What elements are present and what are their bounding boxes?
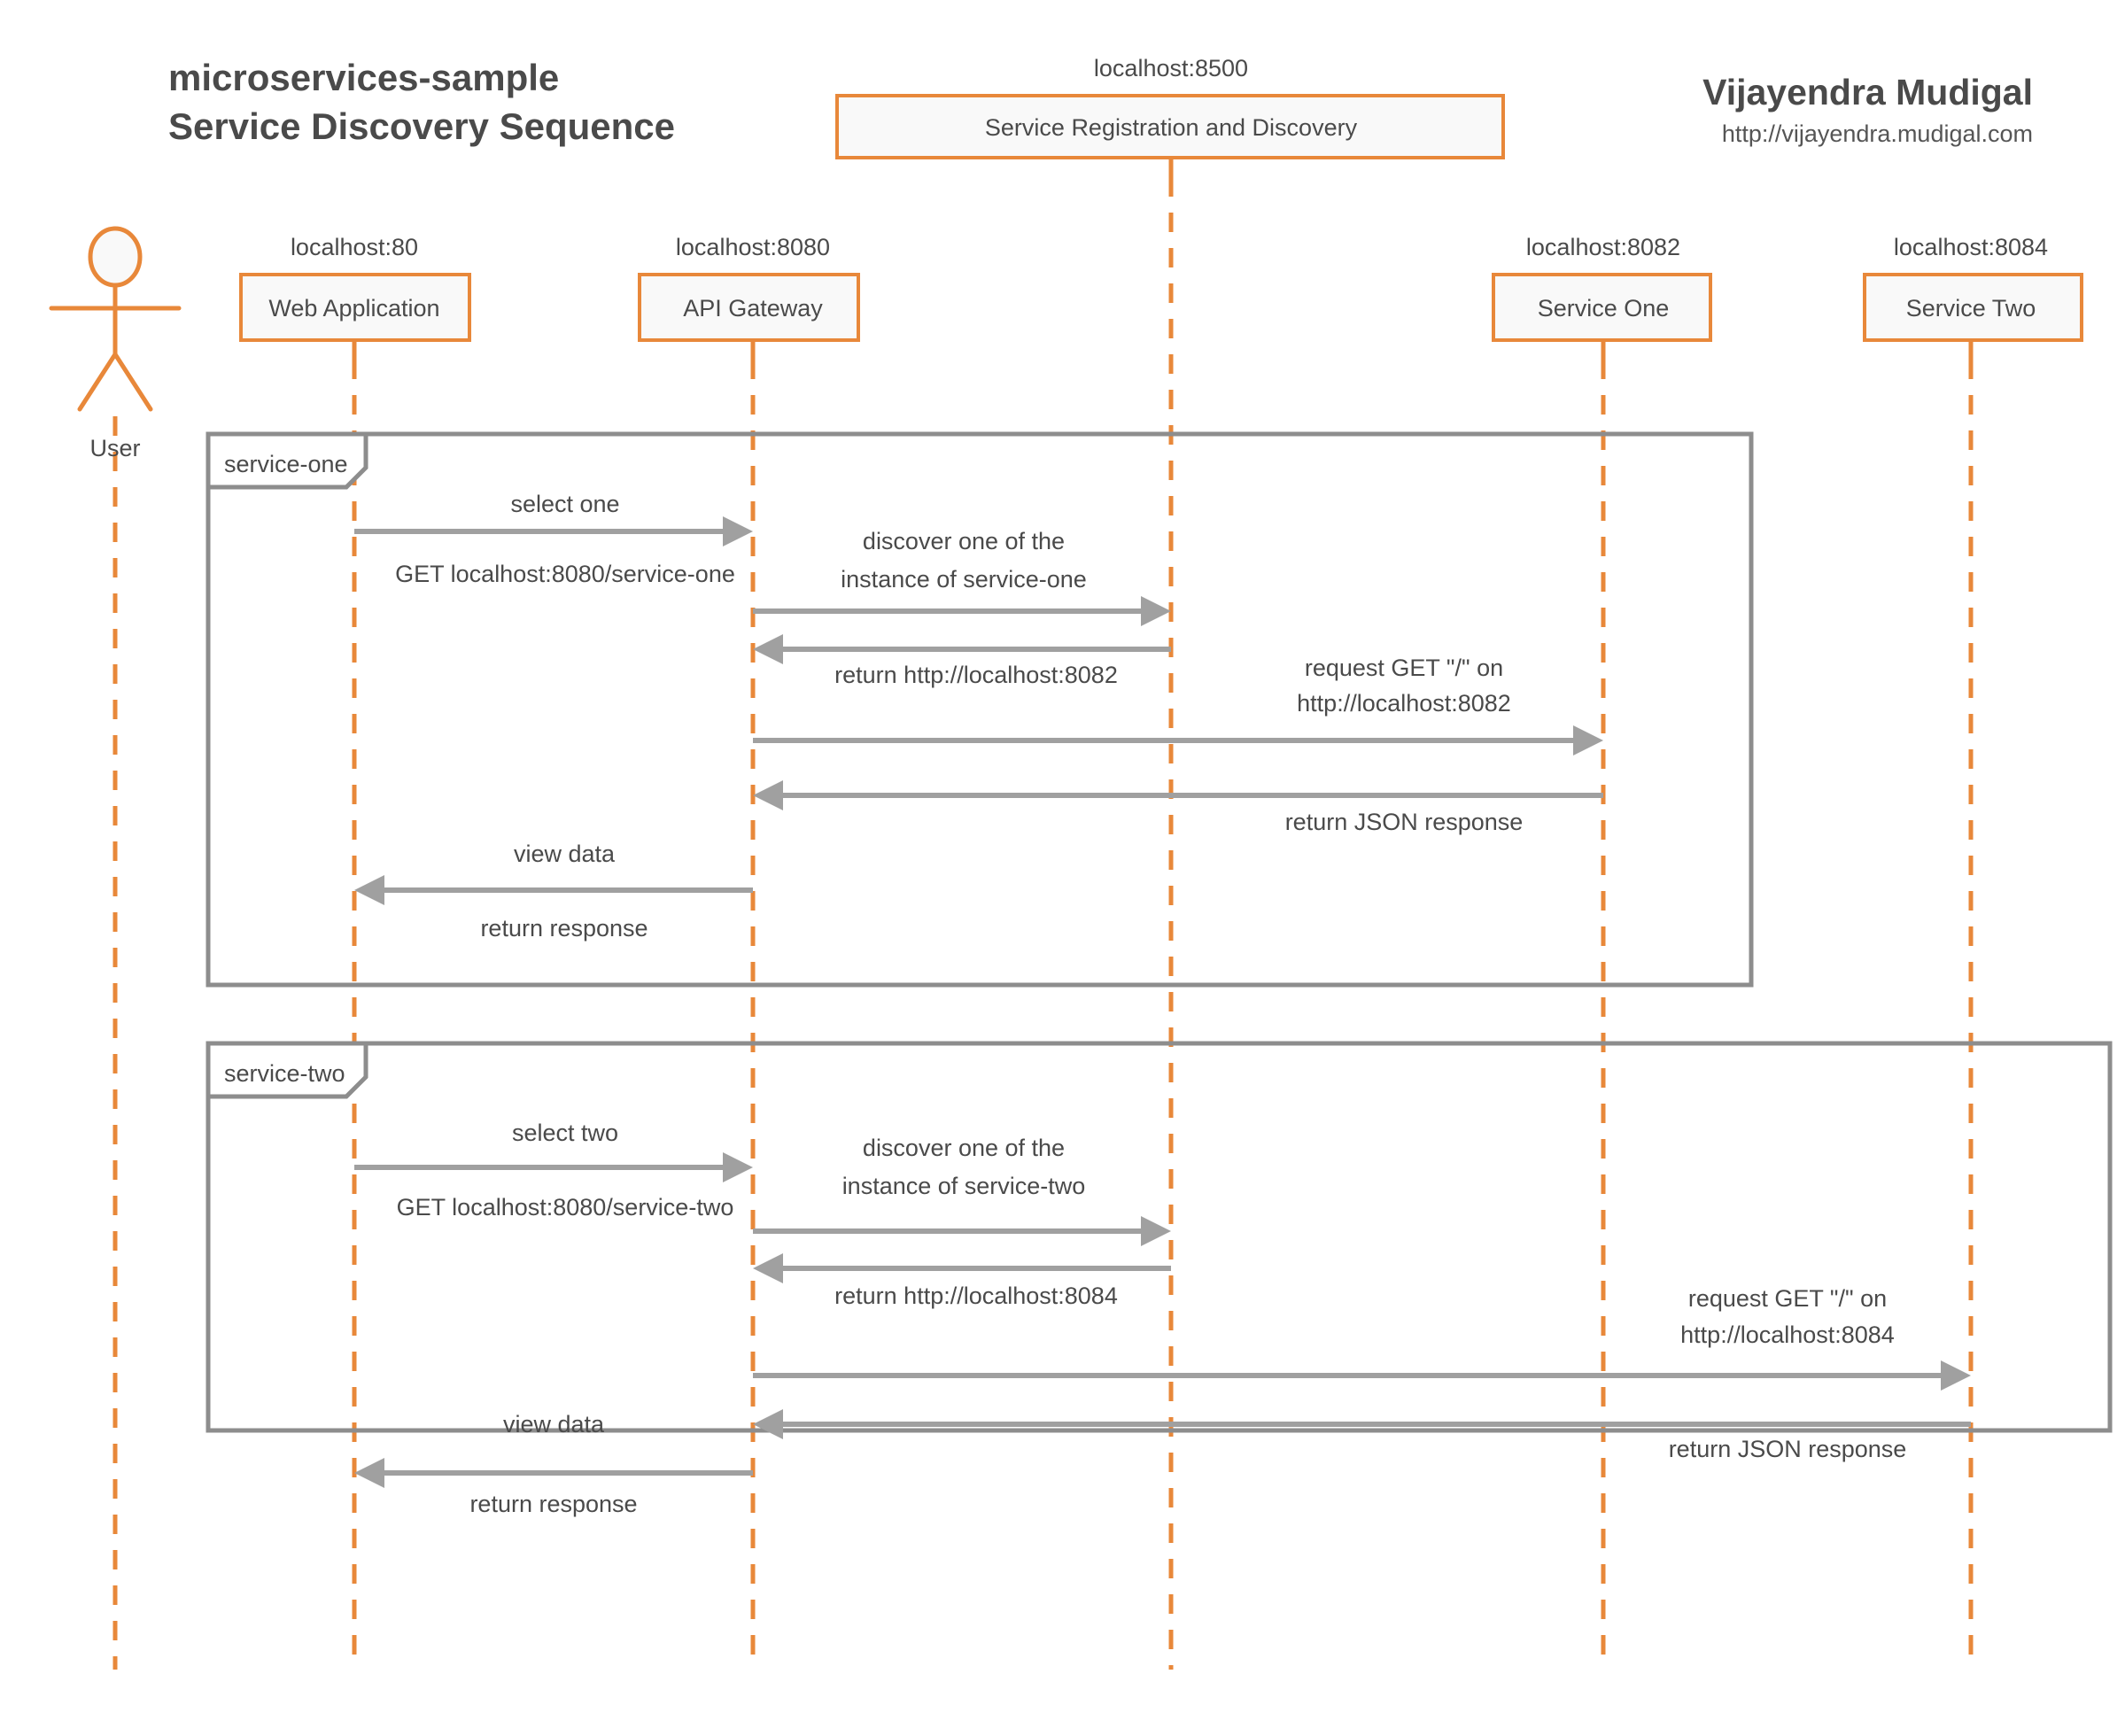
lifelines-layer <box>112 158 1974 1670</box>
participant-box-web-application[interactable] <box>239 273 471 342</box>
message-label-request-get-8084-above2: http://localhost:8084 <box>1680 1321 1895 1348</box>
message-arrowhead-select-one <box>723 516 753 546</box>
participant-service-two[interactable]: Service Two localhost:8084 <box>1863 234 2083 342</box>
message-view-data-one: view data return response <box>354 841 753 942</box>
message-label-request-get-8084-above1: request GET "/" on <box>1688 1285 1887 1312</box>
fragment-service-one-tab <box>206 431 368 490</box>
message-arrowhead-return-json-8084 <box>753 1409 783 1439</box>
message-arrowhead-view-data-two <box>354 1458 384 1488</box>
participant-label-service-one: Service One <box>1538 295 1670 322</box>
participant-box-service-registration-and-discovery[interactable] <box>835 94 1505 159</box>
message-request-get-8084: request GET "/" on http://localhost:8084 <box>753 1285 1971 1391</box>
actor-user: User <box>49 226 182 461</box>
message-return-url-8084: return http://localhost:8084 <box>753 1253 1171 1309</box>
message-label-return-url-8084-below: return http://localhost:8084 <box>834 1283 1118 1309</box>
message-label-discover-one-above2: instance of service-one <box>841 566 1087 593</box>
message-label-select-two-below: GET localhost:8080/service-two <box>397 1194 734 1221</box>
message-label-view-data-two-below: return response <box>469 1491 637 1517</box>
actor-label: User <box>89 435 140 461</box>
participant-box-api-gateway[interactable] <box>638 273 860 342</box>
stick-figure-right-leg-icon <box>112 352 153 412</box>
participant-label-service-two: Service Two <box>1906 295 2036 322</box>
fragment-service-one-border <box>206 431 1754 988</box>
stick-figure-head-icon <box>88 226 143 288</box>
message-arrowhead-return-url-8082 <box>753 634 783 664</box>
fragment-service-two: service-two <box>206 1041 2113 1433</box>
header-layer: microservices-sample Service Discovery S… <box>168 57 2033 147</box>
message-label-discover-two-above1: discover one of the <box>863 1135 1065 1161</box>
participant-label-api-gateway: API Gateway <box>683 295 823 322</box>
message-return-url-8082: return http://localhost:8082 <box>753 634 1171 688</box>
author-url: http://vijayendra.mudigal.com <box>1722 120 2033 147</box>
message-arrowhead-request-get-8084 <box>1941 1360 1971 1391</box>
message-arrowhead-return-url-8084 <box>753 1253 783 1283</box>
message-label-discover-one-above1: discover one of the <box>863 528 1065 554</box>
stick-figure-left-leg-icon <box>77 352 118 412</box>
fragments-layer: service-one service-two <box>206 431 2113 1433</box>
message-arrowhead-request-get-8082 <box>1573 725 1603 756</box>
message-arrowhead-select-two <box>723 1152 753 1182</box>
message-label-return-json-8084-below: return JSON response <box>1669 1436 1907 1462</box>
message-label-select-one-below: GET localhost:8080/service-one <box>395 561 735 587</box>
participant-label-service-registration-and-discovery: Service Registration and Discovery <box>985 114 1358 141</box>
author-name: Vijayendra Mudigal <box>1702 72 2033 112</box>
message-arrowhead-view-data-one <box>354 875 384 905</box>
message-label-request-get-8082-above2: http://localhost:8082 <box>1297 690 1511 717</box>
message-label-request-get-8082-above1: request GET "/" on <box>1305 655 1503 681</box>
message-label-view-data-two-above: view data <box>503 1411 605 1438</box>
message-discover-two: discover one of the instance of service-t… <box>753 1135 1171 1246</box>
message-view-data-two: view data return response <box>354 1411 753 1517</box>
participant-box-service-two[interactable] <box>1863 273 2083 342</box>
fragment-service-two-tab <box>206 1041 368 1099</box>
message-arrowhead-discover-two <box>1141 1216 1171 1246</box>
message-label-discover-two-above2: instance of service-two <box>842 1173 1086 1199</box>
message-return-json-8082: return JSON response <box>753 780 1603 835</box>
message-discover-one: discover one of the instance of service-o… <box>753 528 1171 626</box>
page-title-line1: microservices-sample <box>168 57 559 98</box>
fragment-service-two-border <box>206 1041 2113 1433</box>
message-label-return-url-8082-below: return http://localhost:8082 <box>834 662 1118 688</box>
participant-port-web-application: localhost:80 <box>291 234 418 260</box>
participant-port-service-registration-and-discovery: localhost:8500 <box>1094 55 1248 81</box>
message-label-select-one-above: select one <box>510 491 619 517</box>
fragment-service-one: service-one <box>206 431 1754 988</box>
participant-label-web-application: Web Application <box>268 295 439 322</box>
message-label-view-data-one-above: view data <box>514 841 616 867</box>
message-arrowhead-discover-one <box>1141 596 1171 626</box>
participant-port-service-one: localhost:8082 <box>1526 234 1680 260</box>
participant-box-service-one[interactable] <box>1492 273 1712 342</box>
participant-api-gateway[interactable]: API Gateway localhost:8080 <box>638 234 860 342</box>
participant-service-one[interactable]: Service One localhost:8082 <box>1492 234 1712 342</box>
participant-web-application[interactable]: Web Application localhost:80 <box>239 234 471 342</box>
message-request-get-8082: request GET "/" on http://localhost:8082 <box>753 655 1603 756</box>
message-arrowhead-return-json-8082 <box>753 780 783 810</box>
message-label-select-two-above: select two <box>512 1120 618 1146</box>
message-label-view-data-one-below: return response <box>480 915 648 942</box>
fragment-service-one-label: service-one <box>224 451 348 477</box>
fragment-service-two-label: service-two <box>224 1060 345 1087</box>
message-return-json-8084: return JSON response <box>753 1409 1971 1462</box>
participant-port-service-two: localhost:8084 <box>1894 234 2048 260</box>
participant-service-registration-and-discovery[interactable]: Service Registration and Discovery localh… <box>835 55 1505 159</box>
page-title-line2: Service Discovery Sequence <box>168 105 675 147</box>
participant-port-api-gateway: localhost:8080 <box>676 234 830 260</box>
message-label-return-json-8082-below: return JSON response <box>1285 809 1524 835</box>
